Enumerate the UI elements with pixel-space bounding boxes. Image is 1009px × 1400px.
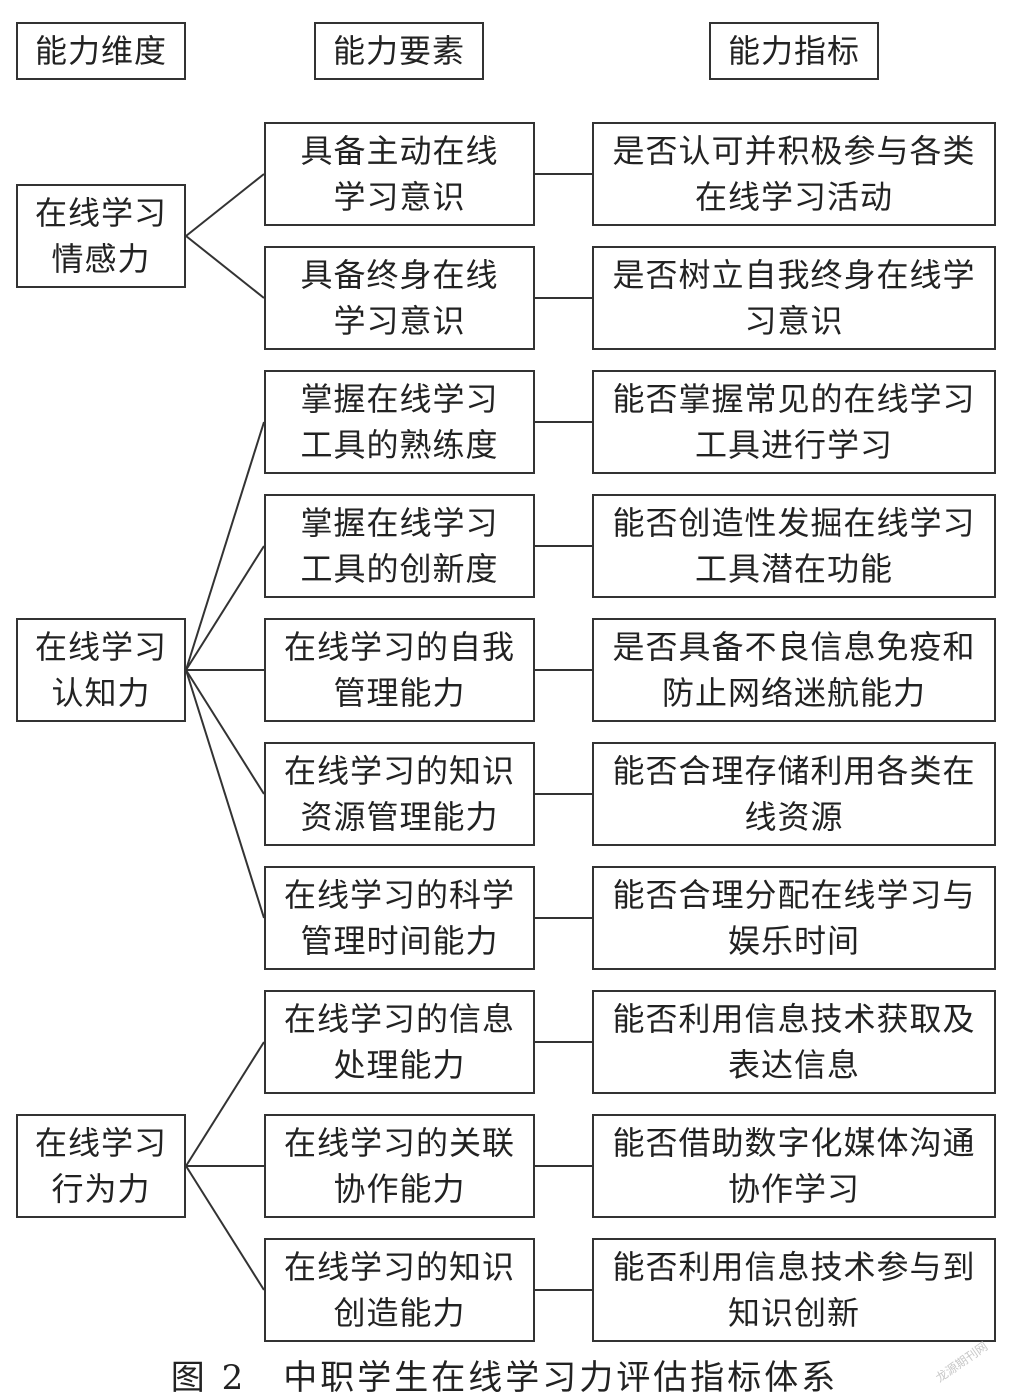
indicator-box: 是否树立自我终身在线学 习意识 (592, 246, 996, 350)
element-box: 具备终身在线 学习意识 (264, 246, 535, 350)
dimension-to-element-connector (185, 669, 265, 919)
dimension-cognitive: 在线学习 认知力 (16, 618, 186, 722)
dimension-behavioral: 在线学习 行为力 (16, 1114, 186, 1218)
figure-caption: 图 2 中职学生在线学习力评估指标体系 (170, 1358, 839, 1398)
indicator-box: 能否利用信息技术获取及 表达信息 (592, 990, 996, 1094)
indicator-box: 能否合理分配在线学习与 娱乐时间 (592, 866, 996, 970)
element-box: 在线学习的关联 协作能力 (264, 1114, 535, 1218)
indicator-box: 是否具备不良信息免疫和 防止网络迷航能力 (592, 618, 996, 722)
element-box: 在线学习的知识 创造能力 (264, 1238, 535, 1342)
element-box: 在线学习的自我 管理能力 (264, 618, 535, 722)
dimension-to-element-connector (185, 235, 265, 299)
header-dimension: 能力维度 (16, 22, 186, 80)
dimension-to-element-connector (185, 545, 265, 671)
indicator-box: 能否掌握常见的在线学习 工具进行学习 (592, 370, 996, 474)
header-indicator: 能力指标 (709, 22, 879, 80)
indicator-box: 能否创造性发掘在线学习 工具潜在功能 (592, 494, 996, 598)
element-box: 掌握在线学习 工具的创新度 (264, 494, 535, 598)
dimension-to-element-connector (185, 669, 265, 795)
dimension-to-element-connector (185, 1165, 265, 1291)
dimension-to-element-connector (185, 1041, 265, 1167)
indicator-box: 能否利用信息技术参与到 知识创新 (592, 1238, 996, 1342)
indicator-box: 能否借助数字化媒体沟通 协作学习 (592, 1114, 996, 1218)
element-box: 掌握在线学习 工具的熟练度 (264, 370, 535, 474)
indicator-box: 是否认可并积极参与各类 在线学习活动 (592, 122, 996, 226)
dimension-to-element-connector (185, 421, 265, 671)
element-box: 在线学习的科学 管理时间能力 (264, 866, 535, 970)
element-box: 在线学习的知识 资源管理能力 (264, 742, 535, 846)
header-element: 能力要素 (314, 22, 484, 80)
indicator-box: 能否合理存储利用各类在 线资源 (592, 742, 996, 846)
dimension-to-element-connector (185, 173, 265, 237)
element-box: 具备主动在线 学习意识 (264, 122, 535, 226)
element-box: 在线学习的信息 处理能力 (264, 990, 535, 1094)
dimension-affective: 在线学习 情感力 (16, 184, 186, 288)
